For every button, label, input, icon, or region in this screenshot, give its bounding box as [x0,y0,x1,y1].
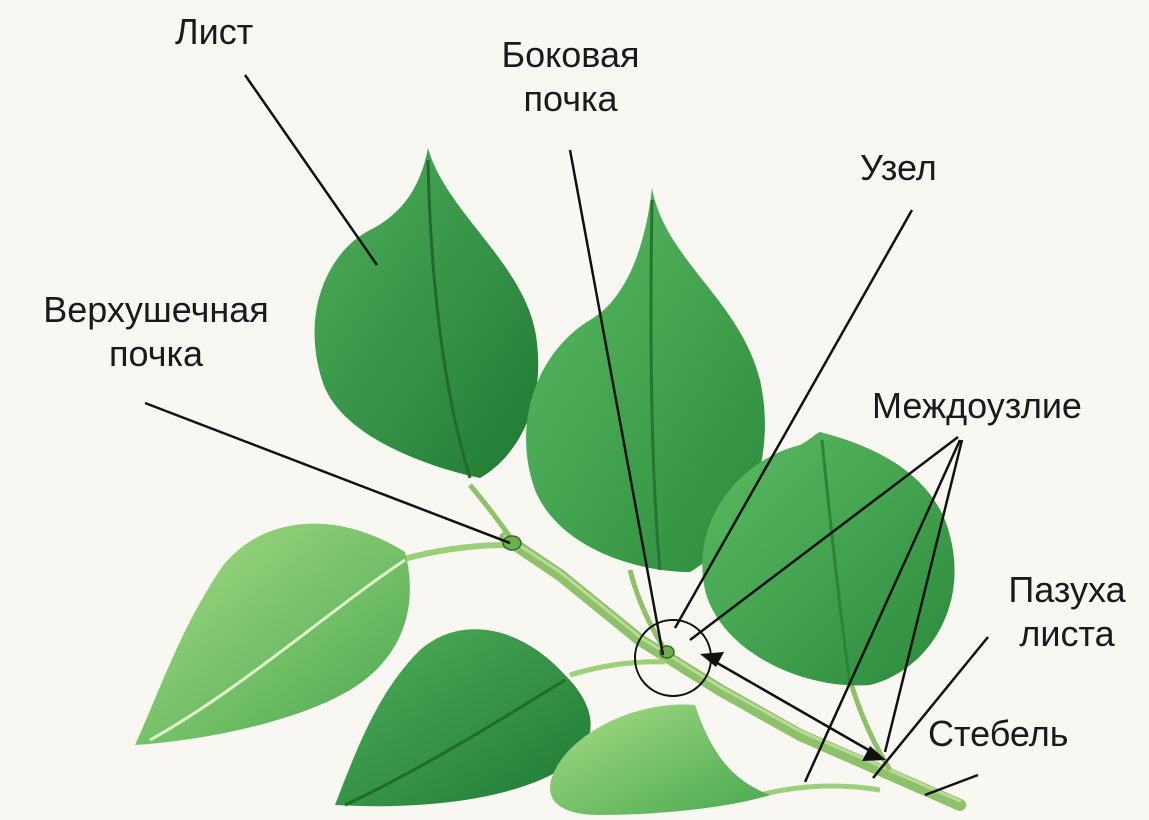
petiole [400,545,505,560]
label-lateral-bud-line2: почка [478,77,663,121]
leaf-left [135,524,410,745]
leaf-upper-left [315,148,539,478]
label-node: Узел [860,146,937,190]
label-apical-bud: Верхушечная почка [6,288,306,376]
leader-stem [925,775,978,795]
petiole [470,485,512,540]
label-lateral-bud: Боковая почка [478,33,663,121]
petiole [570,662,665,675]
label-apical-bud-line1: Верхушечная [6,288,306,332]
label-lateral-bud-line1: Боковая [478,33,663,77]
label-internode: Междоузлие [872,384,1082,428]
petiole [760,786,880,795]
apical-bud [503,536,521,550]
label-leaf-axil-line1: Пазуха [992,568,1142,612]
label-leaf: Лист [175,10,253,54]
label-leaf-axil-line2: листа [992,612,1142,656]
label-leaf-axil: Пазуха листа [992,568,1142,656]
label-stem: Стебель [928,712,1069,756]
label-apical-bud-line2: почка [6,332,306,376]
leader-leaf [245,75,377,265]
